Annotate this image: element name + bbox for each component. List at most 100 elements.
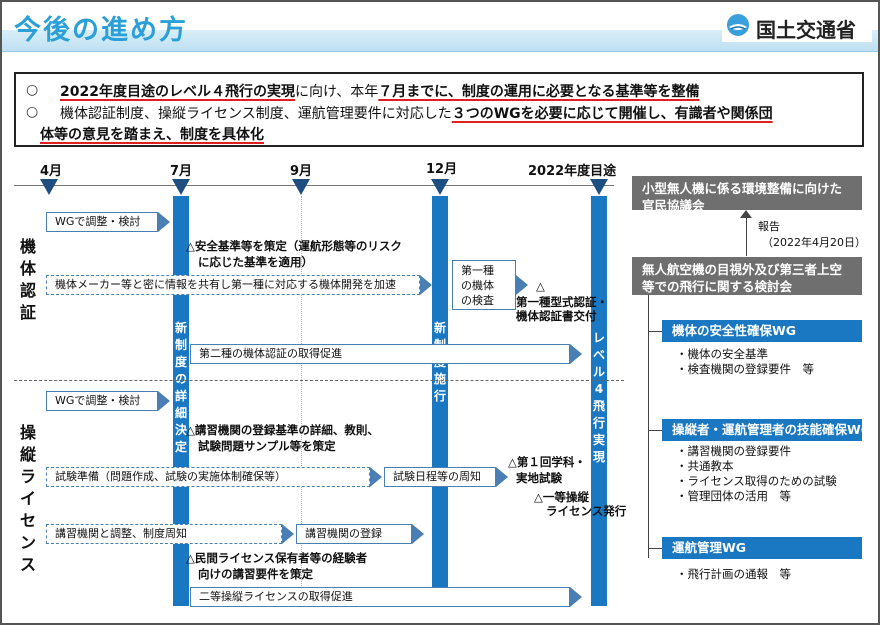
summary-line1-highlight: 2022年度目途のレベル４飛行の実現 <box>60 84 295 100</box>
soju-exam-notice: 試験日程等の周知 <box>384 467 496 487</box>
kitai-type1-cert: 第一種型式認証・ <box>516 295 608 309</box>
timeline-december: 12月 <box>426 162 458 177</box>
inspect-line: 第一種 <box>461 264 494 277</box>
kitai-wg-arrow <box>158 212 170 232</box>
section-aircraft-cert: 機 体 認 証 <box>18 236 38 324</box>
report-label: 報告 <box>758 220 780 233</box>
kitai-type1-inspect: 第一種 の機体 の検査 <box>452 260 516 310</box>
timeline-september: 9月 <box>290 164 313 179</box>
bar-new-system-enforce <box>432 196 448 606</box>
bar-char: 行 <box>433 389 446 403</box>
soju-exam-prep-arrow <box>370 467 382 487</box>
section-char: イ <box>19 489 36 508</box>
soju-school-reg: 講習機関の登録 <box>296 524 412 544</box>
kitai-safety-std: △安全基準等を策定（運航形態等のリスク <box>186 239 402 253</box>
bar-char: 4 <box>594 382 604 396</box>
wg2-connector <box>648 430 662 431</box>
summary-box: ○ 2022年度目途のレベル４飛行の実現に向け、本年７月までに、制度の運用に必要… <box>14 72 864 147</box>
bar-char: 行 <box>592 416 605 430</box>
summary-line-1: 2022年度目途のレベル４飛行の実現に向け、本年７月までに、制度の運用に必要とな… <box>60 81 699 101</box>
wg3-item: ・飛行計画の通報 等 <box>676 567 791 581</box>
marker-december <box>431 179 449 195</box>
soju-exam-prep: 試験準備（問題作成、試験の実施体制確保等） <box>46 467 370 487</box>
report-line <box>746 212 747 256</box>
section-char: 体 <box>19 259 36 278</box>
wg1-item: ・機体の安全基準 <box>676 347 768 361</box>
summary-line-3: 体等の意見を踏まえ、制度を具体化 <box>40 124 264 144</box>
kitai-inspect-arrow <box>516 275 528 295</box>
section-char: 認 <box>19 281 36 300</box>
bar-char: レ <box>592 331 605 345</box>
soju-private-req-2: 向けの講習要件を策定 <box>198 567 313 581</box>
section-char: 操 <box>19 423 36 442</box>
wg1-title: 機体の安全性確保WG <box>662 320 862 342</box>
soju-first-exam-2: 実地試験 <box>516 471 562 485</box>
soju-type2-license: 二等操縦ライセンスの取得促進 <box>190 587 570 607</box>
marker-july <box>172 179 190 195</box>
timeline-fy2022: 2022年度目途 <box>528 164 617 179</box>
wg1-item: ・検査機関の登録要件 等 <box>676 362 814 376</box>
soju-wg-study: WGで調整・検討 <box>46 391 158 411</box>
soju-school-reg-arrow <box>412 524 424 544</box>
section-char: 機 <box>19 237 36 256</box>
marker-april <box>40 179 58 195</box>
september-guide <box>301 196 302 606</box>
bar-char: 新 <box>174 321 187 335</box>
kitai-type2-promo: 第二種の機体認証の取得促進 <box>190 344 570 364</box>
study-group: 無人航空機の目視外及び第三者上空等での飛行に関する検討会 <box>632 257 862 295</box>
bar-char: ベ <box>592 348 605 362</box>
kitai-type2-arrow <box>570 344 582 364</box>
section-char: 縦 <box>19 445 36 464</box>
section-divider <box>14 380 624 381</box>
ministry-logo: 国土交通省 <box>722 10 872 42</box>
bar-char: 定 <box>174 440 187 454</box>
soju-license-issue: △一等操縦 <box>534 490 589 504</box>
bar-level4 <box>591 196 607 606</box>
wg2-item: ・ライセンス取得のための試験 <box>676 474 837 488</box>
kitai-maker-share: 機体メーカー等と密に情報を共有し第一種に対応する機体開発を加速 <box>46 275 420 295</box>
report-arrow-icon <box>740 210 752 218</box>
wg3-title: 運航管理WG <box>662 537 862 559</box>
wg2-title: 操縦者・運航管理者の技能確保WG <box>662 419 871 441</box>
kitai-cert-mark: △ <box>536 279 545 293</box>
soju-school-std-2: 試験問題サンプル等を策定 <box>198 439 336 453</box>
section-pilot-license: 操 縦 ラ イ セ ン ス <box>18 422 38 576</box>
section-char: セ <box>19 511 36 530</box>
inspect-line: の検査 <box>461 294 494 307</box>
summary-bullet-1: ○ <box>26 82 39 98</box>
kitai-wg-study: WGで調整・検討 <box>46 212 158 232</box>
report-date: （2022年4月20日） <box>762 236 866 249</box>
wg1-connector <box>648 331 662 332</box>
timeline-july: 7月 <box>170 164 193 179</box>
soju-school-coord: 講習機関と調整、制度周知 <box>46 524 282 544</box>
bar-detail-text: 新 制 度 の 詳 細 決 定 <box>173 320 189 456</box>
section-char: ラ <box>19 467 36 486</box>
public-private-council: 小型無人機に係る環境整備に向けた官民協議会 <box>632 176 862 213</box>
inspect-line: の機体 <box>461 279 494 292</box>
bar-char: の <box>174 372 187 386</box>
marker-september <box>292 179 310 195</box>
bar-char: 度 <box>174 355 187 369</box>
bar-char: 新 <box>433 321 446 335</box>
soju-exam-notice-arrow <box>496 467 508 487</box>
soju-school-coord-arrow <box>282 524 294 544</box>
kitai-type1-cert-2: 機体認証書交付 <box>516 309 597 323</box>
wg3-connector <box>648 548 662 549</box>
soju-wg-arrow <box>158 391 170 411</box>
section-char: 証 <box>19 303 36 322</box>
bar-char: 細 <box>174 406 187 420</box>
bar-char: 決 <box>174 423 187 437</box>
kitai-safety-std-2: に応じた基準を適用） <box>198 255 313 269</box>
bar-new-system-detail <box>173 196 189 606</box>
timeline-april: 4月 <box>40 164 63 179</box>
bar-char: 現 <box>592 450 605 464</box>
bar-char: 施 <box>433 372 446 386</box>
mlit-logo-icon <box>727 14 749 36</box>
bar-char: 実 <box>592 433 605 447</box>
section-char: ス <box>19 555 36 574</box>
summary-line2-highlight: ３つのWGを必要に応じて開催し、有識者や関係団 <box>451 106 773 122</box>
summary-line1-highlight-2: ７月までに、制度の運用に必要となる基準等を整備 <box>378 84 700 100</box>
soju-school-std: △講習機関の登録基準の詳細、教則、 <box>186 423 379 437</box>
section-char: ン <box>19 533 36 552</box>
bar-char: 制 <box>174 338 187 352</box>
